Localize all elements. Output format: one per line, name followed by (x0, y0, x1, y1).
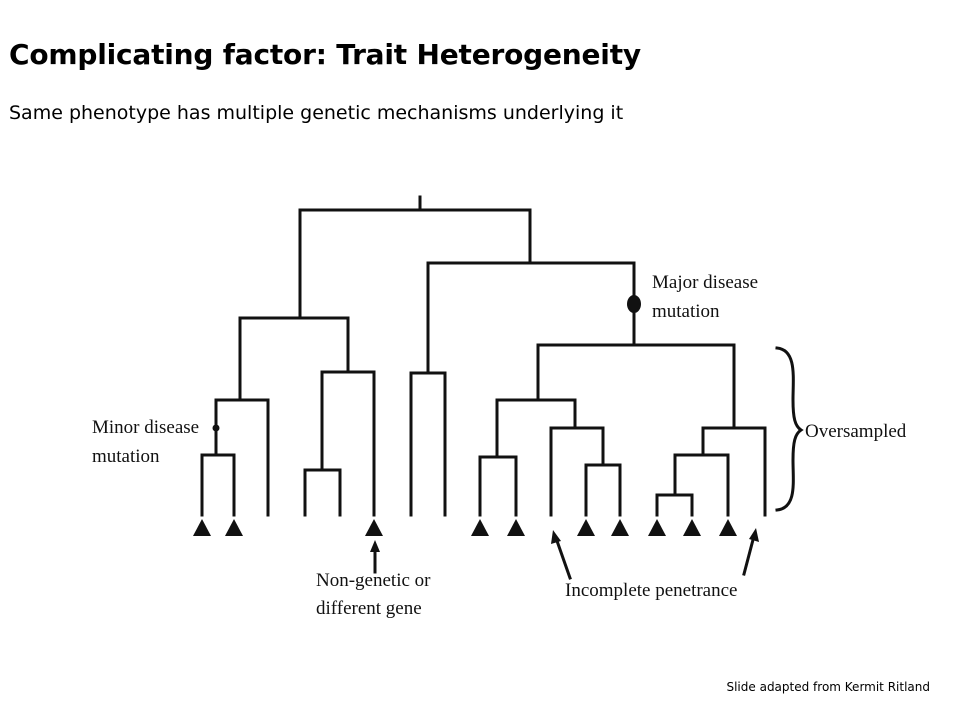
affected-tip-marker (611, 519, 629, 536)
arrows (370, 528, 759, 580)
major-mutation-label: Major disease (652, 272, 758, 293)
affected-tip-marker (507, 519, 525, 536)
affected-tip-marker (719, 519, 737, 536)
major-mutation-label: mutation (652, 301, 720, 322)
affected-tip-marker (683, 519, 701, 536)
nongenetic-label: Non-genetic or (316, 570, 431, 591)
major-mutation-marker (627, 295, 641, 313)
minor-mutation-label: Minor disease (92, 417, 199, 438)
affected-tip-marker (225, 519, 243, 536)
minor-mutation-label: mutation (92, 446, 160, 467)
affected-tip-marker (193, 519, 211, 536)
incomplete-penetrance-label: Incomplete penetrance (565, 580, 737, 601)
oversampled-bracket (775, 346, 804, 512)
nongenetic-label: different gene (316, 598, 422, 619)
slide-credit: Slide adapted from Kermit Ritland (726, 680, 930, 694)
oversampled-label: Oversampled (805, 421, 907, 442)
slide-title: Complicating factor: Trait Heterogeneity (9, 38, 641, 71)
minor-mutation-marker (212, 424, 220, 432)
affected-tip-marker (648, 519, 666, 536)
affected-tip-marker (577, 519, 595, 536)
tip-markers (193, 519, 737, 536)
affected-tip-marker (365, 519, 383, 536)
slide-subtitle: Same phenotype has multiple genetic mech… (9, 102, 624, 124)
affected-tip-marker (471, 519, 489, 536)
tree-branches (200, 195, 767, 517)
